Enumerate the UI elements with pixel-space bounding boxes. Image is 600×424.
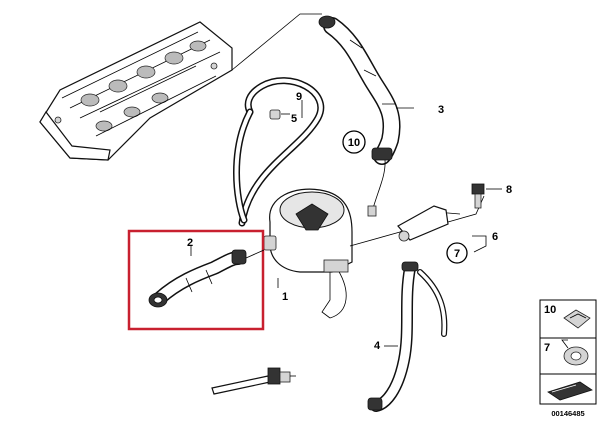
- callout-5: 5: [291, 113, 297, 125]
- bracket-6: [349, 195, 485, 247]
- callout-2: 2: [187, 237, 193, 249]
- sensor-probe: [211, 367, 296, 395]
- legend-item-7-label: 7: [544, 342, 550, 354]
- leader-cover: [231, 13, 322, 71]
- callout-7: 7: [454, 248, 460, 260]
- diagram-reference-number: 00146485: [551, 409, 584, 418]
- clip-icon: [563, 309, 591, 329]
- bolt-8: [471, 183, 502, 209]
- cylinder-head-cover: [39, 21, 233, 161]
- callout-1: 1: [282, 291, 288, 303]
- shim-arrow-icon: [547, 381, 593, 401]
- breather-hose-3: [318, 15, 401, 217]
- legend-item-10-label: 10: [544, 304, 556, 316]
- callout-3: 3: [438, 104, 444, 116]
- vent-hose-4: [367, 261, 448, 412]
- hose-clamp-icon: [561, 339, 589, 366]
- pressure-control-valve-1: [263, 188, 353, 319]
- callout-6: 6: [492, 231, 498, 243]
- leader-6: [472, 235, 487, 253]
- callout-10: 10: [348, 137, 360, 149]
- callout-4: 4: [374, 340, 381, 352]
- callout-9: 9: [296, 91, 302, 103]
- callout-8: 8: [506, 184, 512, 196]
- clip-5: [269, 109, 290, 120]
- callout-10-circle: 10: [342, 130, 366, 154]
- legend-panel: 10 7 00146485: [539, 299, 597, 418]
- callout-7-circle: 7: [446, 242, 468, 264]
- highlight-box-part-2: [127, 229, 265, 331]
- connector-hose-2: [148, 249, 265, 308]
- vent-hose-9: [233, 77, 325, 227]
